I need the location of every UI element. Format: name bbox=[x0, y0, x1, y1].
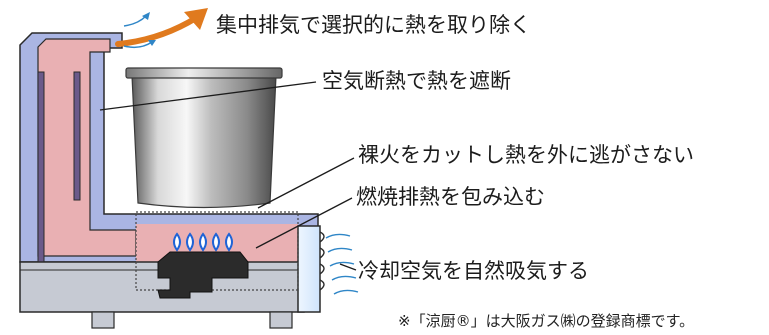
air-arrow-top-2 bbox=[123, 41, 153, 49]
cool-air-arrows bbox=[325, 233, 359, 295]
burner bbox=[157, 251, 249, 299]
pot bbox=[125, 67, 283, 209]
cool-air-panel bbox=[297, 225, 321, 313]
intake-fins bbox=[319, 231, 325, 291]
air-arrow-top-1-head bbox=[142, 12, 150, 20]
label-cool-air: 冷却空気を自然吸気する bbox=[358, 259, 589, 283]
label-wrap-heat: 燃焼排熱を包み込む bbox=[356, 185, 545, 209]
leader-lines bbox=[99, 81, 357, 271]
label-exhaust: 集中排気で選択的に熱を取り除く bbox=[216, 13, 531, 37]
foot-right bbox=[269, 311, 293, 329]
foot-left bbox=[91, 311, 115, 329]
burner-flames bbox=[173, 232, 233, 252]
air-arrow-top-1 bbox=[123, 15, 147, 27]
label-air-insulation: 空気断熱で熱を遮断 bbox=[322, 69, 511, 93]
label-shield-flame: 裸火をカットし熱を外に逃がさない bbox=[358, 143, 694, 167]
air-arrow-top-2-head bbox=[148, 40, 156, 46]
trademark-footnote: ※「涼厨®」は大阪ガス㈱の登録商標です。 bbox=[398, 312, 695, 330]
exhaust-arrowhead bbox=[184, 8, 208, 30]
chamber-dotted-outline bbox=[135, 211, 299, 291]
exhaust-arrow bbox=[115, 15, 199, 47]
slot-right bbox=[73, 71, 81, 201]
hot-air-channel bbox=[37, 38, 137, 257]
slot-left bbox=[37, 71, 45, 269]
